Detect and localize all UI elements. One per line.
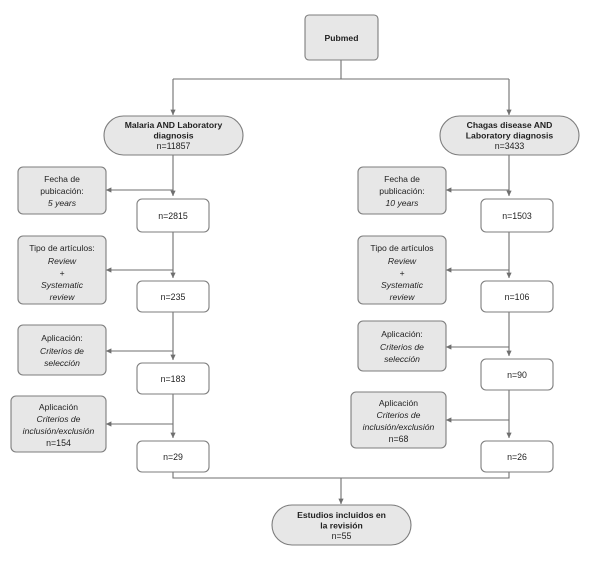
left-filter-3-italic-1: Criterios de [40,346,84,356]
left-count-2-label: n=235 [161,292,186,302]
node-pubmed-label: Pubmed [325,33,359,43]
node-right-count-1[interactable]: n=1503 [480,198,554,233]
left-filter-4-italic-1: Criterios de [37,414,81,424]
node-chagas-header-count: n=3433 [495,141,525,151]
node-left-filter-2-box[interactable] [17,235,107,305]
left-filter-2-italic-4: review [50,292,76,302]
node-right-filter-4[interactable]: Aplicación Criterios de inclusión/exclus… [350,391,447,449]
node-right-filter-1[interactable]: Fecha de publicación: 10 years [357,166,447,215]
connector-merge-horizontal [172,466,510,479]
node-right-filter-1-box[interactable] [357,166,447,215]
left-filter-4-italic-2: inclusión/exclusión [23,426,95,436]
right-count-4-label: n=26 [507,452,527,462]
left-count-3-label: n=183 [161,374,186,384]
node-right-count-4[interactable]: n=26 [480,440,554,473]
node-left-count-4-box[interactable] [136,440,210,473]
left-filter-3-italic-2: selección [44,358,80,368]
right-filter-1-line1: Fecha de [384,174,420,184]
left-filter-3-line1: Aplicación: [41,333,83,343]
node-left-filter-1[interactable]: Fecha de pubicación: 5 years [17,166,107,215]
left-filter-2-italic-1: Review [48,256,77,266]
left-filter-4-count: n=154 [46,438,71,448]
node-left-filter-2[interactable]: Tipo de artículos: Review + Systematic r… [17,235,107,305]
right-filter-1-line2: publicación: [379,186,424,196]
left-filter-4-line1: Aplicación [39,402,78,412]
left-filter-2-line1: Tipo de artículos: [29,243,95,253]
node-result-box[interactable] [271,504,412,546]
right-filter-4-count: n=68 [389,434,409,444]
left-filter-1-line2: pubicación: [40,186,83,196]
node-left-count-3-box[interactable] [136,362,210,395]
node-result[interactable]: Estudios incluidos en la revisión n=55 [271,504,412,546]
node-right-filter-3-box[interactable] [357,320,447,372]
node-pubmed-box[interactable] [304,14,379,61]
right-filter-2-italic-2: + [399,268,404,278]
node-result-line1: Estudios incluidos en [297,510,386,520]
right-filter-3-italic-1: Criterios de [380,342,424,352]
right-count-2-label: n=106 [505,292,530,302]
node-malaria-header-box[interactable] [103,115,244,156]
node-left-count-4[interactable]: n=29 [136,440,210,473]
node-left-count-2-box[interactable] [136,280,210,313]
node-right-filter-2[interactable]: Tipo de artículos Review + Systematic re… [357,235,447,305]
right-filter-1-italic: 10 years [386,198,420,208]
left-filter-1-italic: 5 years [48,198,77,208]
node-result-line2: la revisión [320,521,363,531]
node-pubmed[interactable]: Pubmed [304,14,379,61]
right-filter-2-italic-1: Review [388,256,417,266]
right-filter-2-italic-4: review [390,292,416,302]
right-filter-4-line1: Aplicación [379,398,418,408]
node-right-count-4-box[interactable] [480,440,554,473]
right-filter-4-italic-2: inclusión/exclusión [363,422,435,432]
node-malaria-header[interactable]: Malaria AND Laboratory diagnosis n=11857 [103,115,244,156]
node-left-filter-3[interactable]: Aplicación: Criterios de selección [17,324,107,376]
right-filter-2-italic-3: Systematic [381,280,424,290]
node-right-count-2[interactable]: n=106 [480,280,554,313]
node-right-filter-2-box[interactable] [357,235,447,305]
node-malaria-header-count: n=11857 [157,141,191,151]
node-right-count-2-box[interactable] [480,280,554,313]
node-left-count-1-box[interactable] [136,198,210,233]
node-right-filter-4-box[interactable] [350,391,447,449]
right-count-1-label: n=1503 [502,211,532,221]
node-result-count: n=55 [332,531,352,541]
node-right-count-1-box[interactable] [480,198,554,233]
right-filter-3-italic-2: selección [384,354,420,364]
left-count-1-label: n=2815 [158,211,188,221]
node-left-filter-4-box[interactable] [10,395,107,453]
node-left-count-1[interactable]: n=2815 [136,198,210,233]
right-filter-3-line1: Aplicación: [381,329,423,339]
node-right-filter-3[interactable]: Aplicación: Criterios de selección [357,320,447,372]
left-filter-2-italic-3: Systematic [41,280,84,290]
right-filter-2-line1: Tipo de artículos [370,243,433,253]
node-chagas-header[interactable]: Chagas disease AND Laboratory diagnosis … [439,115,580,156]
right-count-3-label: n=90 [507,370,527,380]
node-chagas-header-line1: Chagas disease AND [467,120,553,130]
node-left-count-2[interactable]: n=235 [136,280,210,313]
node-left-count-3[interactable]: n=183 [136,362,210,395]
node-right-count-3-box[interactable] [480,358,554,391]
node-left-filter-1-box[interactable] [17,166,107,215]
left-count-4-label: n=29 [163,452,183,462]
left-filter-2-italic-2: + [59,268,64,278]
left-filter-1-line1: Fecha de [44,174,80,184]
node-malaria-header-line1: Malaria AND Laboratory [125,120,223,130]
node-left-filter-4[interactable]: Aplicación Criterios de inclusión/exclus… [10,395,107,453]
node-chagas-header-box[interactable] [439,115,580,156]
node-left-filter-3-box[interactable] [17,324,107,376]
node-malaria-header-line2: diagnosis [153,131,193,141]
node-chagas-header-line2: Laboratory diagnosis [466,131,554,141]
node-right-count-3[interactable]: n=90 [480,358,554,391]
right-filter-4-italic-1: Criterios de [377,410,421,420]
